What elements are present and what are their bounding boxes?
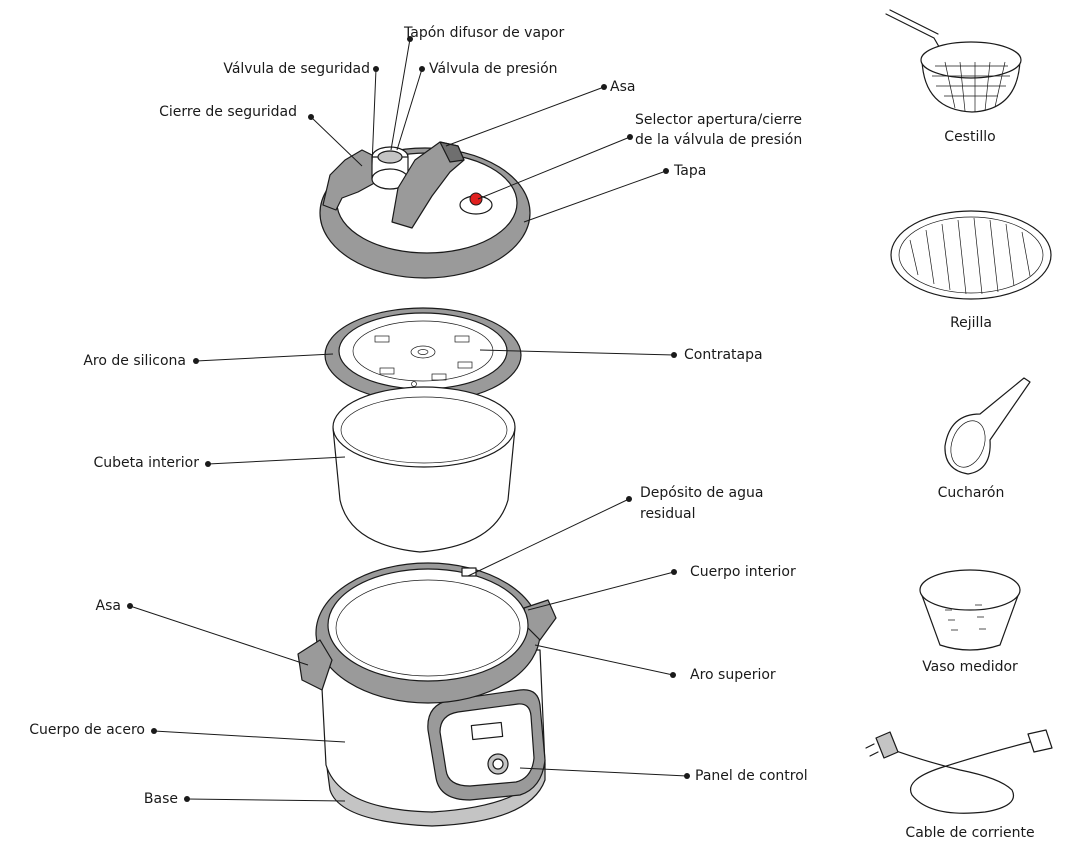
- caption-cable: Cable de corriente: [905, 825, 1034, 841]
- inner-pot-illustration: [332, 386, 516, 553]
- label-deposito-line2: residual: [640, 506, 695, 522]
- rack-illustration: [890, 210, 1052, 300]
- label-cierre-seguridad: Cierre de seguridad: [159, 104, 297, 120]
- caption-cucharon: Cucharón: [938, 485, 1005, 501]
- label-selector-line2: de la válvula de presión: [635, 132, 802, 148]
- label-deposito-line1: Depósito de agua: [640, 485, 763, 501]
- part-labels: Tapón difusor de vapor Válvula de seguri…: [29, 25, 807, 807]
- label-asa-tapa: Asa: [610, 79, 635, 95]
- caption-rejilla: Rejilla: [950, 315, 992, 331]
- label-valvula-presion: Válvula de presión: [429, 61, 558, 77]
- power-cable-illustration: [865, 729, 1053, 814]
- label-cuerpo-acero: Cuerpo de acero: [29, 722, 145, 738]
- label-aro-superior: Aro superior: [690, 667, 776, 683]
- label-panel-control: Panel de control: [695, 768, 808, 784]
- spoon-illustration: [944, 377, 1031, 475]
- measuring-cup-illustration: [919, 569, 1021, 651]
- leader-lines: [127, 36, 690, 802]
- label-asa-cuerpo: Asa: [96, 598, 121, 614]
- label-cuerpo-interior: Cuerpo interior: [690, 564, 796, 580]
- caption-vaso-medidor: Vaso medidor: [922, 659, 1018, 675]
- cooker-body-illustration: [297, 562, 557, 827]
- label-cubeta-interior: Cubeta interior: [94, 455, 200, 471]
- label-selector-line1: Selector apertura/cierre: [635, 112, 802, 128]
- label-tapa: Tapa: [673, 163, 706, 179]
- inner-lid-illustration: [324, 307, 522, 403]
- label-tapon-difusor: Tapón difusor de vapor: [403, 25, 564, 41]
- lid-illustration: [319, 141, 531, 279]
- basket-illustration: [885, 9, 1022, 113]
- label-base: Base: [144, 791, 178, 807]
- label-aro-silicona: Aro de silicona: [83, 353, 186, 369]
- label-valvula-seguridad: Válvula de seguridad: [223, 61, 370, 77]
- label-contratapa: Contratapa: [684, 347, 763, 363]
- accessory-captions: Cestillo Rejilla Cucharón Vaso medidor C…: [905, 129, 1034, 841]
- caption-cestillo: Cestillo: [944, 129, 995, 145]
